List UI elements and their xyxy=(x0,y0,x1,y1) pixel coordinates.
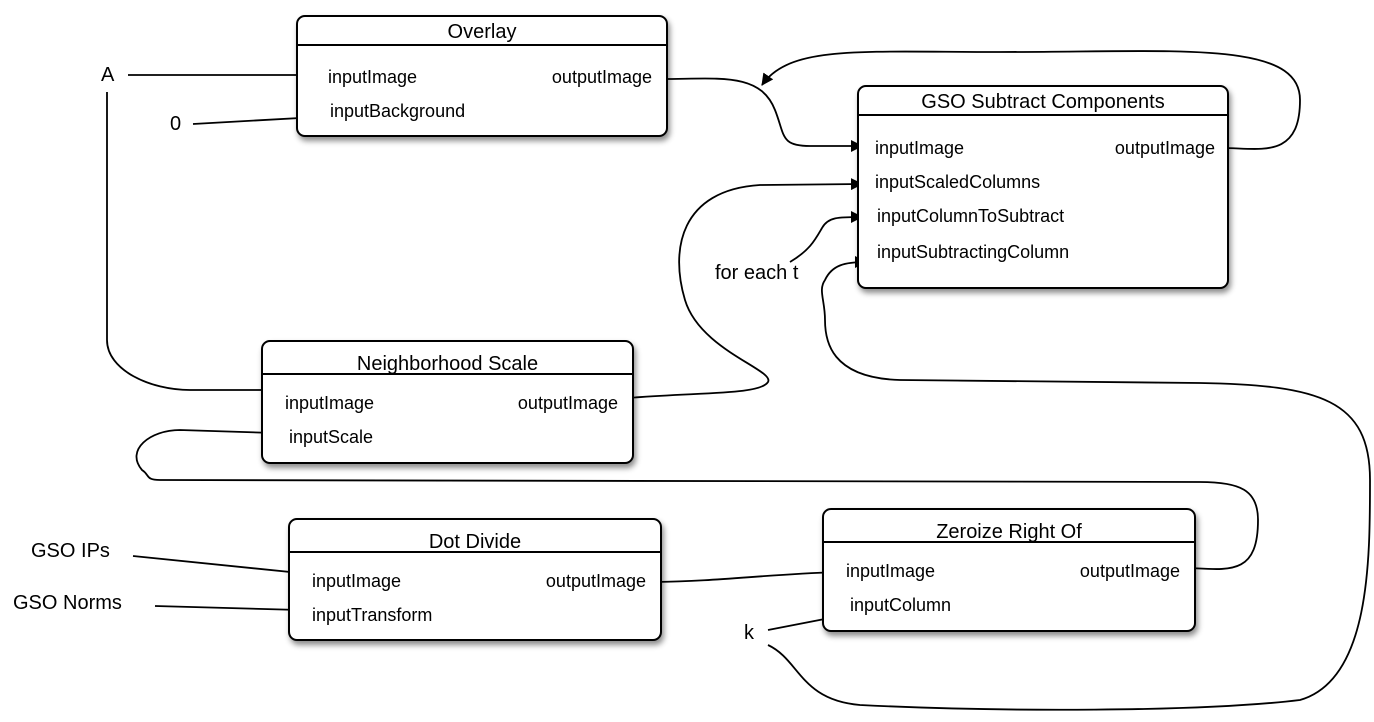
node-title: Zeroize Right Of xyxy=(824,510,1194,543)
node-title: Dot Divide xyxy=(290,520,660,553)
port-output-image[interactable]: outputImage xyxy=(1079,561,1180,581)
edge-t-to-gso-column xyxy=(789,211,863,263)
port-input-scale[interactable]: inputScale xyxy=(289,427,374,447)
edge-norms-to-dotdivide xyxy=(154,603,301,616)
edge-neighborhood-to-gso-scaled xyxy=(627,178,863,399)
port-input-column-to-subtract[interactable]: inputColumnToSubtract xyxy=(877,206,1065,226)
port-input-transform[interactable]: inputTransform xyxy=(312,605,433,625)
port-input-image[interactable]: inputImage xyxy=(312,571,402,591)
port-input-image[interactable]: inputImage xyxy=(285,393,375,413)
edge-k-to-gso-subtracting xyxy=(767,256,1371,711)
edge-a-to-neighborhood-input xyxy=(106,92,273,396)
edge-ips-to-dotdivide xyxy=(132,555,301,578)
node-overlay[interactable]: Overlay inputImage inputBackground outpu… xyxy=(296,15,668,137)
edge-overlay-to-gso-input xyxy=(661,77,863,152)
port-output-image[interactable]: outputImage xyxy=(1114,138,1215,158)
edge-gso-feedback xyxy=(761,50,1301,150)
port-output-image[interactable]: outputImage xyxy=(517,393,618,413)
port-input-column[interactable]: inputColumn xyxy=(850,595,952,615)
port-input-background[interactable]: inputBackground xyxy=(330,101,466,121)
label-gso-norms: GSO Norms xyxy=(13,592,122,614)
port-input-scaled-columns[interactable]: inputScaledColumns xyxy=(875,172,1041,192)
edge-dotdivide-to-zeroize xyxy=(654,566,837,583)
port-output-image[interactable]: outputImage xyxy=(545,571,646,591)
label-gso-ips: GSO IPs xyxy=(31,540,110,562)
port-input-subtracting-column[interactable]: inputSubtractingColumn xyxy=(877,242,1070,262)
node-gso-subtract-components[interactable]: GSO Subtract Components inputImage input… xyxy=(857,85,1229,289)
node-title: GSO Subtract Components xyxy=(859,87,1227,116)
port-input-image[interactable]: inputImage xyxy=(875,138,965,158)
node-title: Overlay xyxy=(298,17,666,46)
node-neighborhood-scale[interactable]: Neighborhood Scale inputImage inputScale… xyxy=(261,340,634,464)
node-zeroize-right-of[interactable]: Zeroize Right Of inputImage inputColumn … xyxy=(822,508,1196,632)
node-title: Neighborhood Scale xyxy=(263,342,632,375)
port-output-image[interactable]: outputImage xyxy=(551,67,652,87)
label-k: k xyxy=(744,622,754,644)
port-input-image[interactable]: inputImage xyxy=(846,561,936,581)
label-a: A xyxy=(101,64,115,86)
label-zero: 0 xyxy=(170,113,182,135)
node-dot-divide[interactable]: Dot Divide inputImage inputTransform out… xyxy=(288,518,662,641)
edge-zeroize-to-neighborhood-scale xyxy=(135,426,1259,570)
label-for-each-t: for each t xyxy=(715,262,799,284)
port-input-image[interactable]: inputImage xyxy=(328,67,418,87)
